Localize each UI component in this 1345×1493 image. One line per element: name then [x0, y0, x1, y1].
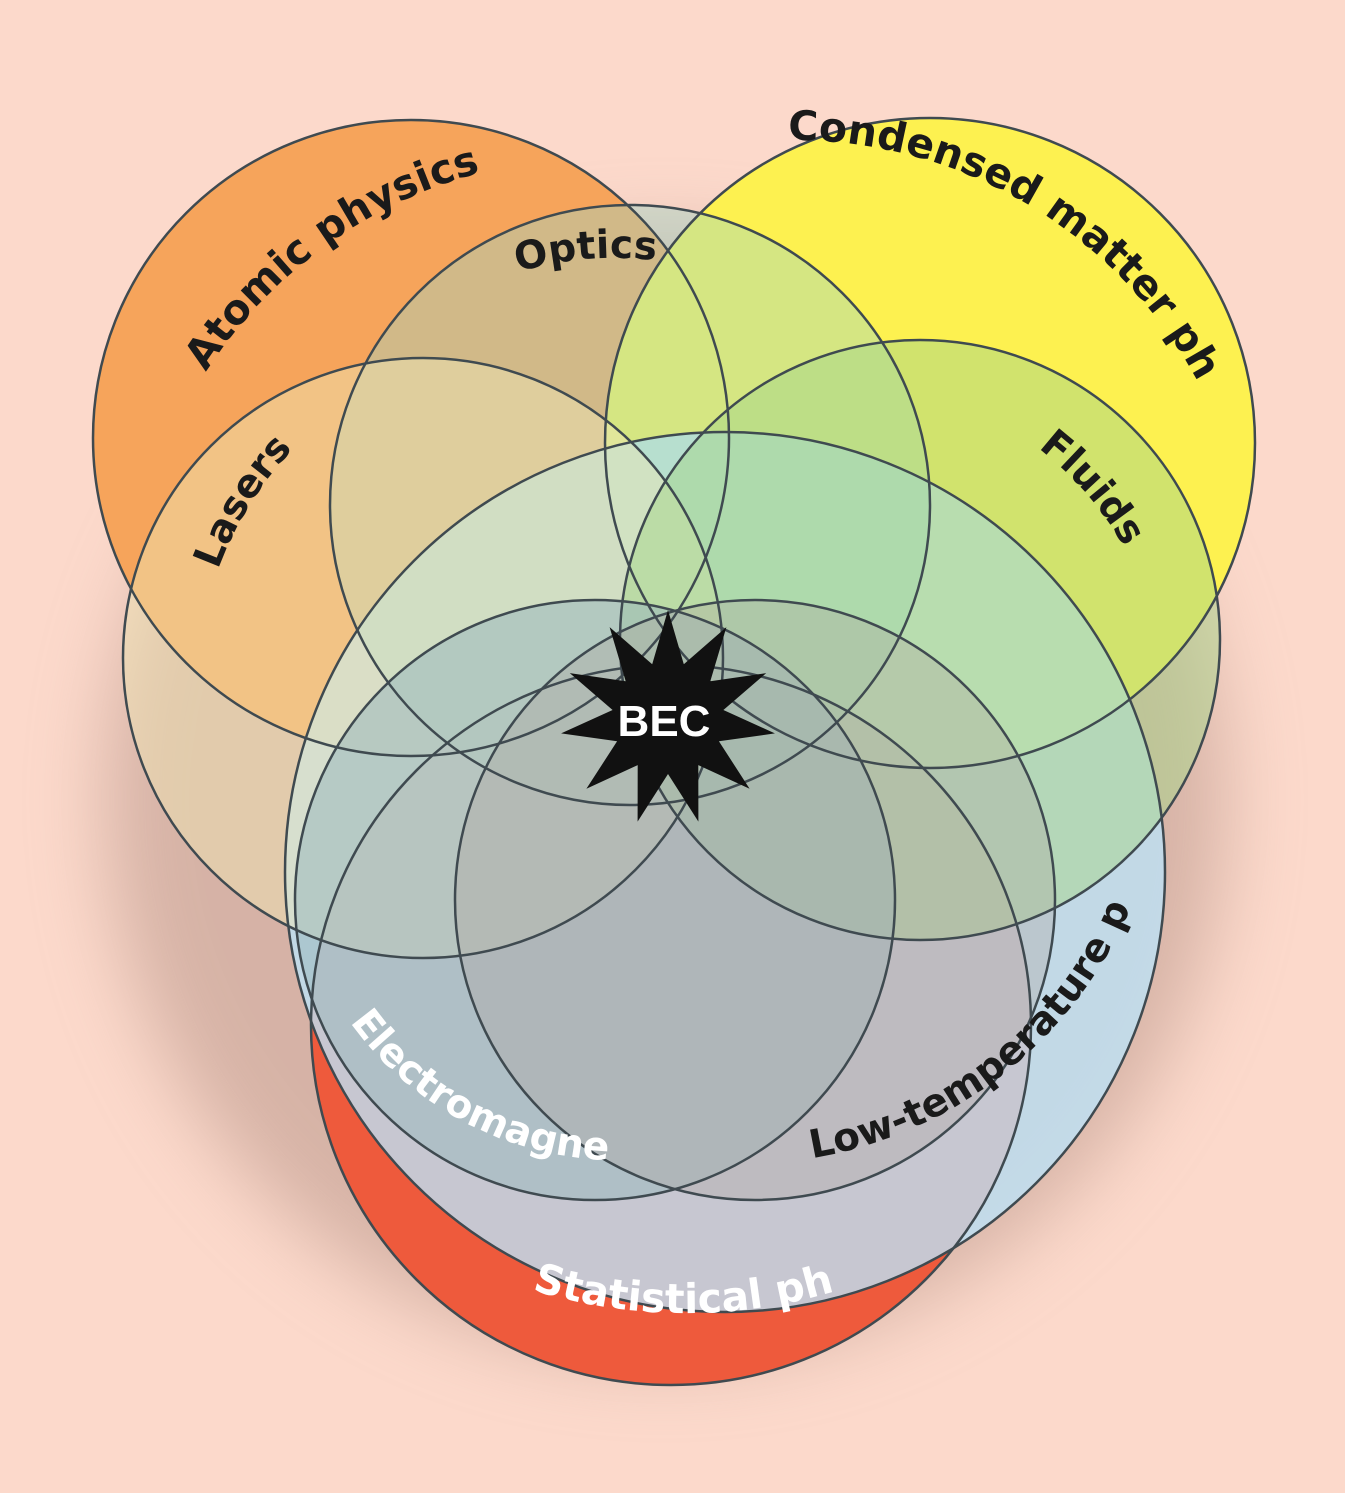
- outline-condensed-matter-physics: [603, 116, 1257, 770]
- outline-optics: [328, 203, 932, 807]
- bec-star-icon: [561, 610, 775, 822]
- outline-lasers: [121, 356, 725, 960]
- outline-electromagnetism: [293, 598, 897, 1202]
- outline-atomic-physics: [91, 118, 731, 758]
- outline-low-temperature-physics: [283, 430, 1167, 1314]
- circle-electromagnetism: [295, 600, 895, 1200]
- label-bec: BEC: [618, 697, 711, 746]
- outline-low-temperature-inner: [453, 598, 1057, 1202]
